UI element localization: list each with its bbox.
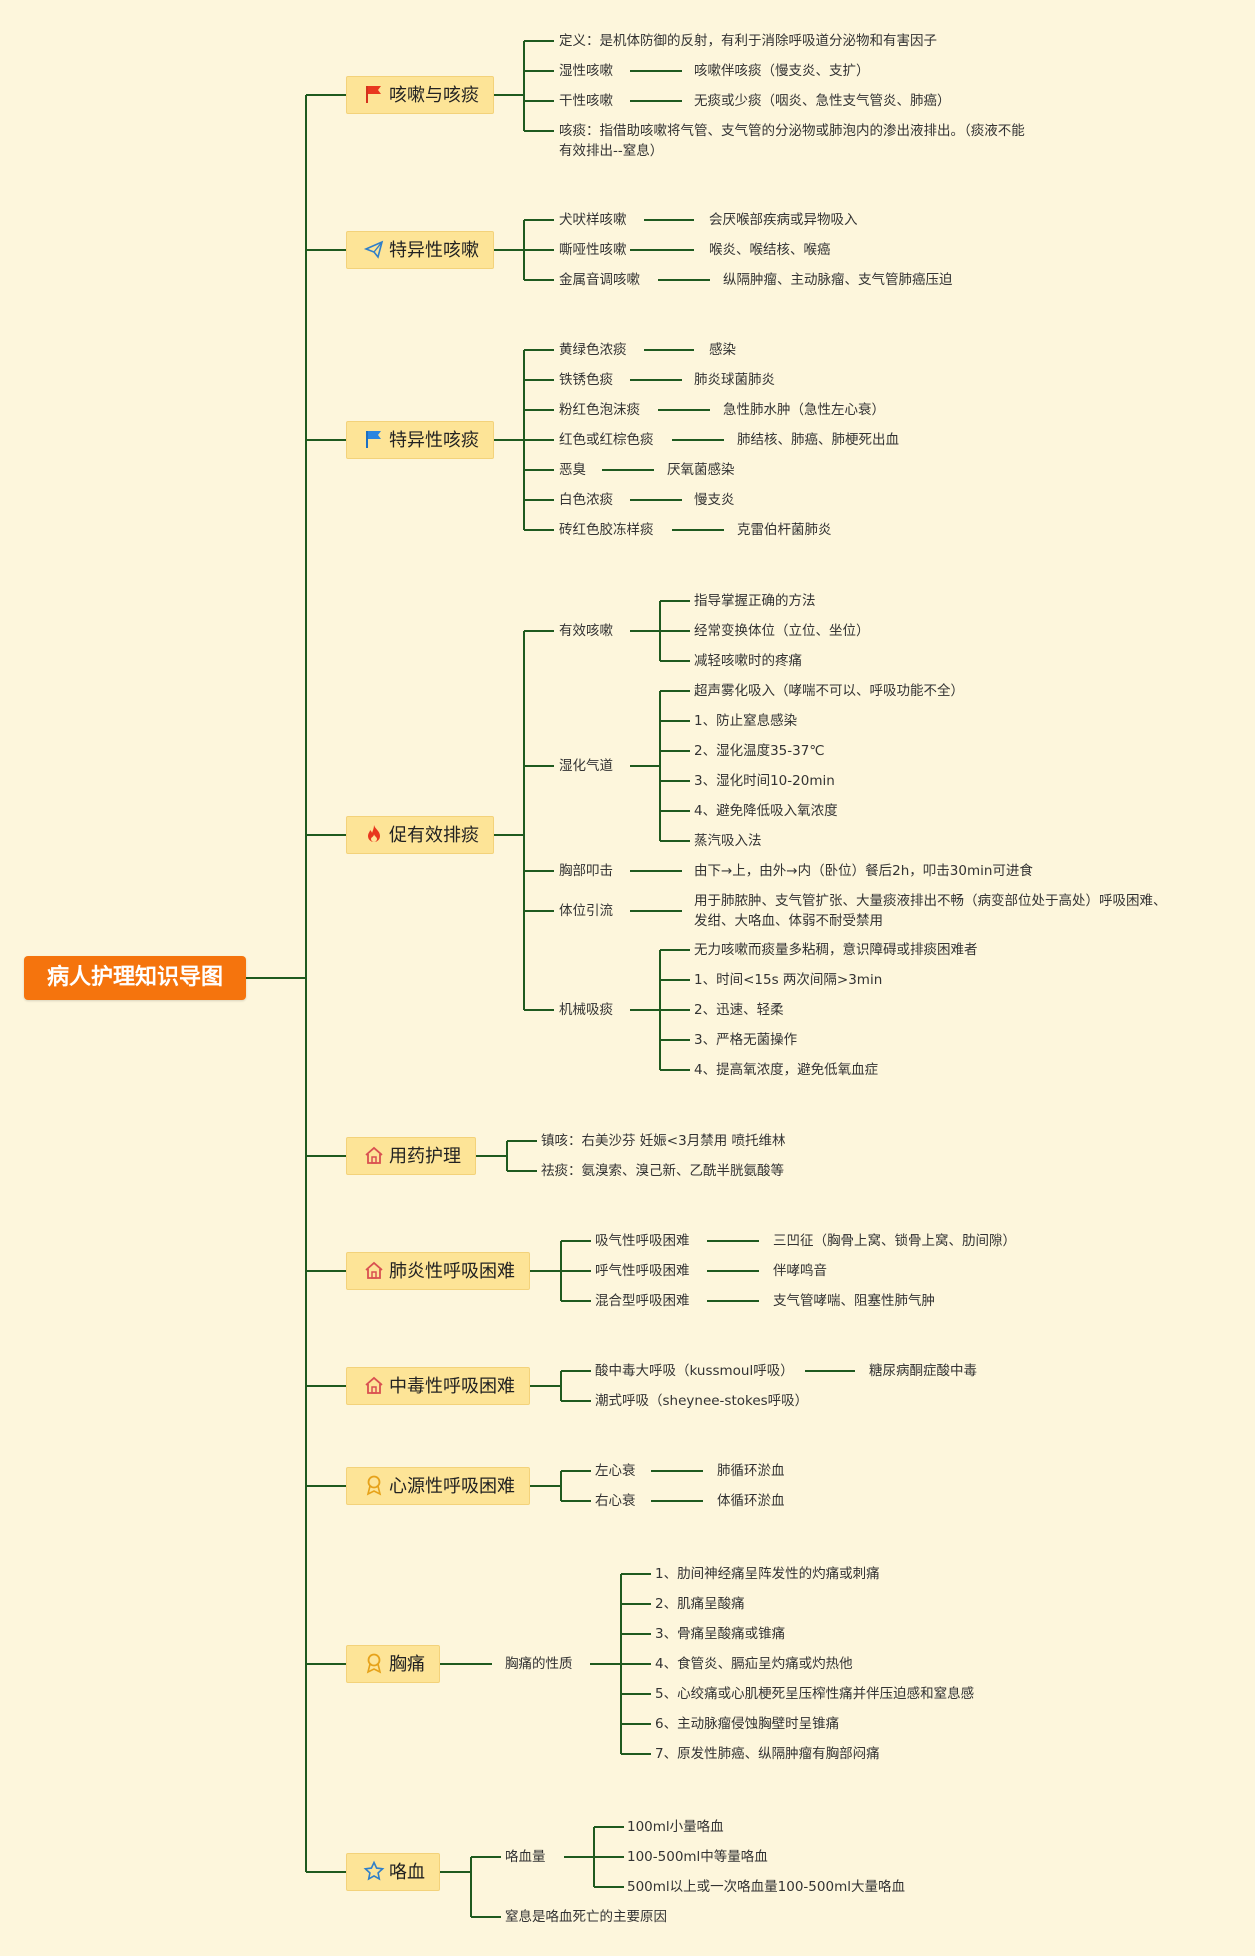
leaf-chest-pain-1: 1、肋间神经痛呈阵发性的灼痛或刺痛 xyxy=(655,1566,880,1582)
leaf-sputum-2: 铁锈色痰 xyxy=(559,372,613,388)
leaf-humidify-item-4: 3、湿化时间10-20min xyxy=(694,773,835,789)
leaf-hemoptysis-small: 100ml小量咯血 xyxy=(627,1819,724,1835)
award-icon xyxy=(363,1650,385,1674)
category-cough-sputum[interactable]: 咳嗽与咳痰 xyxy=(346,76,494,114)
leaf-chest-pain-7: 7、原发性肺癌、纵隔肿瘤有胸部闷痛 xyxy=(655,1746,880,1762)
leaf-percussion-detail: 由下→上，由外→内（卧位）餐后2h，叩击30min可进食 xyxy=(694,863,1033,879)
category-special-sputum[interactable]: 特异性咳痰 xyxy=(346,421,494,459)
fire-icon xyxy=(363,821,385,843)
category-toxic-dyspnea[interactable]: 中毒性呼吸困难 xyxy=(346,1367,530,1405)
leaf-wet-cough-detail: 咳嗽伴咳痰（慢支炎、支扩） xyxy=(694,63,870,79)
leaf-sputum-3-detail: 急性肺水肿（急性左心衰） xyxy=(723,402,885,418)
leaf-hemoptysis-medium: 100-500ml中等量咯血 xyxy=(627,1849,768,1865)
leaf-sputum-4: 红色或红棕色痰 xyxy=(559,432,654,448)
award-icon xyxy=(363,1472,385,1496)
leaf-suction-item-3: 2、迅速、轻柔 xyxy=(694,1002,784,1018)
leaf-chest-pain-2: 2、肌痛呈酸痛 xyxy=(655,1596,745,1612)
leaf-sputum-7-detail: 克雷伯杆菌肺炎 xyxy=(737,522,832,538)
leaf-expiratory: 呼气性呼吸困难 xyxy=(595,1263,690,1279)
leaf-chest-pain-nature: 胸痛的性质 xyxy=(505,1656,573,1672)
leaf-sputum-6-detail: 慢支炎 xyxy=(694,492,735,508)
leaf-suction-item-1: 无力咳嗽而痰量多粘稠，意识障碍或排痰困难者 xyxy=(694,942,978,958)
leaf-sputum-1: 黄绿色浓痰 xyxy=(559,342,627,358)
leaf-special-cough-1-detail: 会厌喉部疾病或异物吸入 xyxy=(709,212,858,228)
leaf-special-cough-2: 嘶哑性咳嗽 xyxy=(559,242,627,258)
leaf-sputum: 咳痰：指借助咳嗽将气管、支气管的分泌物或肺泡内的渗出液排出。（痰液不能 xyxy=(559,123,1025,139)
leaf-sputum-2-detail: 肺炎球菌肺炎 xyxy=(694,372,775,388)
leaf-sputum-5: 恶臭 xyxy=(559,462,586,478)
leaf-left-heart-detail: 肺循环淤血 xyxy=(717,1463,785,1479)
leaf-sputum-4-detail: 肺结核、肺癌、肺梗死出血 xyxy=(737,432,899,448)
leaf-sputum-7: 砖红色胶冻样痰 xyxy=(559,522,654,538)
leaf-suction-item-4: 3、严格无菌操作 xyxy=(694,1032,798,1048)
leaf-inspiratory: 吸气性呼吸困难 xyxy=(595,1233,690,1249)
leaf-dry-cough-detail: 无痰或少痰（咽炎、急性支气管炎、肺癌） xyxy=(694,93,951,109)
leaf-hemoptysis-large: 500ml以上或一次咯血量100-500ml大量咯血 xyxy=(627,1879,905,1895)
category-special-cough[interactable]: 特异性咳嗽 xyxy=(346,231,494,269)
leaf-suction-item-2: 1、时间<15s 两次间隔>3min xyxy=(694,972,883,988)
leaf-sputum-6: 白色浓痰 xyxy=(559,492,613,508)
leaf-definition: 定义：是机体防御的反射，有利于消除呼吸道分泌物和有害因子 xyxy=(559,33,937,49)
leaf-sputum-1-detail: 感染 xyxy=(709,342,736,358)
leaf-suction-item-5: 4、提高氧浓度，避免低氧血症 xyxy=(694,1062,879,1078)
leaf-dry-cough: 干性咳嗽 xyxy=(559,93,613,109)
category-medication-care[interactable]: 用药护理 xyxy=(346,1137,476,1175)
leaf-humidify-item-3: 2、湿化温度35-37℃ xyxy=(694,743,825,759)
leaf-hemoptysis-amount: 咯血量 xyxy=(505,1849,546,1865)
leaf-chest-pain-4: 4、食管炎、膈疝呈灼痛或灼热他 xyxy=(655,1656,853,1672)
leaf-sputum-cont: 有效排出--窒息） xyxy=(559,143,664,159)
leaf-right-heart-detail: 体循环淤血 xyxy=(717,1493,785,1509)
leaf-drainage-detail-2: 发绀、大咯血、体弱不耐受禁用 xyxy=(694,913,883,929)
leaf-chest-pain-6: 6、主动脉瘤侵蚀胸壁时呈锥痛 xyxy=(655,1716,840,1732)
leaf-mixed-detail: 支气管哮喘、阻塞性肺气肿 xyxy=(773,1293,935,1309)
category-hemoptysis[interactable]: 咯血 xyxy=(346,1853,440,1891)
leaf-cheyne-stokes: 潮式呼吸（sheynee-stokes呼吸） xyxy=(595,1393,809,1409)
leaf-chest-pain-5: 5、心绞痛或心肌梗死呈压榨性痛并伴压迫感和窒息感 xyxy=(655,1686,975,1702)
leaf-expiratory-detail: 伴哮鸣音 xyxy=(773,1263,827,1279)
leaf-humidify-item-1: 超声雾化吸入（哮喘不可以、呼吸功能不全） xyxy=(694,683,964,699)
red-flag-icon xyxy=(363,81,385,103)
leaf-kussmaul: 酸中毒大呼吸（kussmoul呼吸） xyxy=(595,1363,794,1379)
paper-plane-icon xyxy=(363,236,385,259)
leaf-special-cough-2-detail: 喉炎、喉结核、喉癌 xyxy=(709,242,831,258)
leaf-inspiratory-detail: 三凹征（胸骨上窝、锁骨上窝、肋间隙） xyxy=(773,1233,1016,1249)
leaf-percussion: 胸部叩击 xyxy=(559,863,613,879)
leaf-sputum-5-detail: 厌氧菌感染 xyxy=(667,462,735,478)
star-icon xyxy=(363,1858,385,1881)
leaf-mixed: 混合型呼吸困难 xyxy=(595,1293,690,1309)
leaf-humidify: 湿化气道 xyxy=(559,758,613,774)
leaf-asphyxia-cause: 窒息是咯血死亡的主要原因 xyxy=(505,1909,667,1925)
category-cardiac-dyspnea[interactable]: 心源性呼吸困难 xyxy=(346,1467,530,1505)
leaf-humidify-item-6: 蒸汽吸入法 xyxy=(694,833,762,849)
category-pneumonia-dyspnea[interactable]: 肺炎性呼吸困难 xyxy=(346,1252,530,1290)
category-promote-expectoration[interactable]: 促有效排痰 xyxy=(346,816,494,854)
leaf-chest-pain-3: 3、骨痛呈酸痛或锥痛 xyxy=(655,1626,786,1642)
leaf-special-cough-1: 犬吠样咳嗽 xyxy=(559,212,627,228)
leaf-left-heart-failure: 左心衰 xyxy=(595,1463,636,1479)
home-icon xyxy=(363,1372,385,1394)
leaf-humidify-item-2: 1、防止窒息感染 xyxy=(694,713,798,729)
leaf-right-heart-failure: 右心衰 xyxy=(595,1493,636,1509)
leaf-effective-item-2: 经常变换体位（立位、坐位） xyxy=(694,623,870,639)
root-node[interactable]: 病人护理知识导图 xyxy=(24,956,246,1000)
leaf-kussmaul-detail: 糖尿病酮症酸中毒 xyxy=(869,1363,977,1379)
leaf-effective-item-3: 减轻咳嗽时的疼痛 xyxy=(694,653,802,669)
blue-flag-icon xyxy=(363,426,385,448)
leaf-antitussive: 镇咳：右美沙芬 妊娠<3月禁用 喷托维林 xyxy=(541,1133,786,1149)
home-icon xyxy=(363,1142,385,1164)
category-chest-pain[interactable]: 胸痛 xyxy=(346,1645,440,1683)
leaf-drainage-detail-1: 用于肺脓肿、支气管扩张、大量痰液排出不畅（病变部位处于高处）呼吸困难、 xyxy=(694,893,1167,909)
home-icon xyxy=(363,1257,385,1279)
leaf-suction: 机械吸痰 xyxy=(559,1002,613,1018)
leaf-special-cough-3-detail: 纵隔肿瘤、主动脉瘤、支气管肺癌压迫 xyxy=(723,272,953,288)
leaf-wet-cough: 湿性咳嗽 xyxy=(559,63,613,79)
leaf-special-cough-3: 金属音调咳嗽 xyxy=(559,272,640,288)
leaf-humidify-item-5: 4、避免降低吸入氧浓度 xyxy=(694,803,838,819)
leaf-effective-cough: 有效咳嗽 xyxy=(559,623,613,639)
leaf-effective-item-1: 指导掌握正确的方法 xyxy=(694,593,816,609)
leaf-sputum-3: 粉红色泡沫痰 xyxy=(559,402,640,418)
leaf-expectorant: 祛痰：氨溴索、溴己新、乙酰半胱氨酸等 xyxy=(541,1163,784,1179)
leaf-postural-drainage: 体位引流 xyxy=(559,903,613,919)
